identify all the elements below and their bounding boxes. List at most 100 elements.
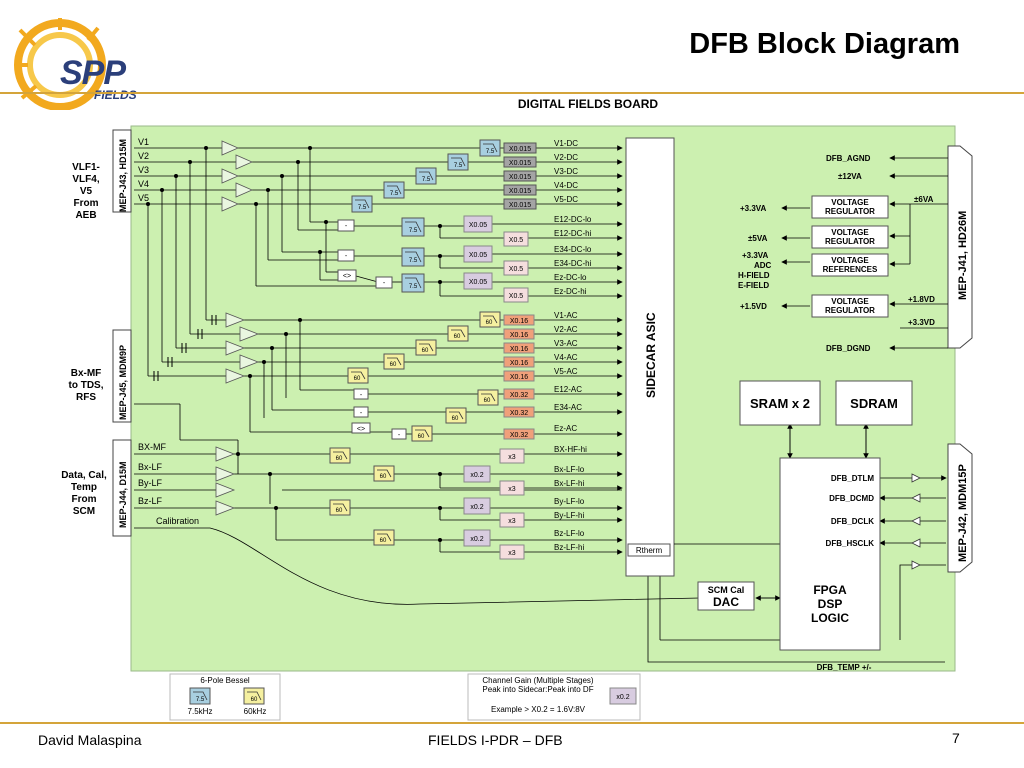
power-label: ±12VA bbox=[838, 172, 862, 181]
channel-label: BX-HF-hi bbox=[554, 445, 587, 454]
gain-label: X0.32 bbox=[510, 432, 528, 439]
channel-label: V1-AC bbox=[554, 311, 578, 320]
regulator-blocks: VOLTAGE REGULATOR VOLTAGE REGULATOR VOLT… bbox=[811, 195, 889, 318]
gain-label: X0.32 bbox=[510, 410, 528, 417]
gain-label: x0.2 bbox=[470, 472, 483, 479]
power-labels: DFB_AGND ±12VA ±6VA +3.3VA ±5VA +3.3VA A… bbox=[738, 154, 935, 353]
channel-label: V2-AC bbox=[554, 325, 578, 334]
gain-label: X0.32 bbox=[510, 392, 528, 399]
filter-label: 60 bbox=[452, 416, 459, 422]
asic-label: SIDECAR ASIC bbox=[644, 312, 658, 398]
block-label: REFERENCES bbox=[823, 265, 878, 274]
mag-input-label: BX-MF bbox=[138, 442, 167, 452]
filter-label: 60 bbox=[422, 348, 429, 354]
connector-j42: MEP-J42, MDM15P bbox=[947, 443, 973, 573]
filter-label: 60 bbox=[454, 334, 461, 340]
sram-label: SRAM x 2 bbox=[750, 396, 810, 411]
difference-ops: - - <> - - - <> - bbox=[337, 219, 407, 440]
page-number: 7 bbox=[952, 730, 960, 746]
source-scm-line: Temp bbox=[71, 482, 97, 493]
diff-op-label: - bbox=[360, 392, 363, 399]
source-scm-line: Data, Cal, bbox=[61, 470, 107, 481]
connector-j43-label: MEP-J43, HD15M bbox=[118, 139, 128, 212]
ac-capacitors bbox=[153, 315, 217, 381]
diff-op-label: - bbox=[360, 410, 363, 417]
channel-label: E34-DC-lo bbox=[554, 245, 592, 254]
power-label: +1.5VD bbox=[740, 302, 767, 311]
diff-op-label: - bbox=[345, 253, 348, 260]
connector-j44-label: MEP-J44, D15M bbox=[118, 461, 128, 528]
power-label: E-FIELD bbox=[738, 281, 769, 290]
dac-label: DAC bbox=[713, 595, 739, 609]
channel-label: E12-AC bbox=[554, 385, 582, 394]
power-label: ±5VA bbox=[748, 234, 768, 243]
source-vlf-line: VLF4, bbox=[72, 174, 99, 185]
filter-label: 60 bbox=[336, 508, 343, 514]
gain-label: X0.5 bbox=[509, 293, 524, 300]
channel-label: V4-AC bbox=[554, 353, 578, 362]
gain-label: X0.015 bbox=[509, 174, 531, 181]
channel-label: Bx-LF-lo bbox=[554, 465, 585, 474]
calibration-label: Calibration bbox=[156, 516, 199, 526]
gain-boxes: X0.015 X0.015 X0.015 X0.015 X0.015 X0.05… bbox=[463, 142, 537, 560]
channel-label: Ez-DC-hi bbox=[554, 287, 587, 296]
filter-label: 7.5 bbox=[422, 177, 431, 183]
power-label: +1.8VD bbox=[908, 295, 935, 304]
gain-label: X0.015 bbox=[509, 188, 531, 195]
spp-logo: SPP FIELDS bbox=[0, 10, 170, 111]
channel-label: E12-DC-hi bbox=[554, 229, 592, 238]
power-label: +3.3VD bbox=[908, 318, 935, 327]
channel-label: E12-DC-lo bbox=[554, 215, 592, 224]
gain-label: x3 bbox=[508, 454, 516, 461]
channel-label: By-LF-lo bbox=[554, 497, 585, 506]
gain-label: X0.5 bbox=[509, 237, 524, 244]
v-input-label: V2 bbox=[138, 151, 149, 161]
diff-op-label: - bbox=[398, 432, 401, 439]
power-label: ±6VA bbox=[914, 195, 934, 204]
block-label: VOLTAGE bbox=[831, 198, 869, 207]
connector-j41: MEP-J41, HD26M bbox=[947, 145, 973, 349]
fpga-signal: DFB_DTLM bbox=[831, 474, 874, 483]
footer-rule bbox=[0, 722, 1024, 724]
board-label: DIGITAL FIELDS BOARD bbox=[518, 97, 659, 111]
channel-labels: V1-DC V2-DC V3-DC V4-DC V5-DC E12-DC-lo … bbox=[554, 139, 592, 552]
legend-bessel: 6-Pole Bessel bbox=[200, 676, 250, 685]
channel-label: Ez-AC bbox=[554, 424, 577, 433]
diff-op-label: <> bbox=[343, 273, 351, 280]
gain-label: x3 bbox=[508, 518, 516, 525]
footer-center: FIELDS I-PDR – DFB bbox=[428, 732, 563, 748]
power-label: +3.3VA bbox=[742, 251, 769, 260]
source-vlf-line: VLF1- bbox=[72, 162, 100, 173]
filter-label: 7.5 bbox=[390, 191, 399, 197]
v-input-label: V5 bbox=[138, 193, 149, 203]
channel-label: Bx-LF-hi bbox=[554, 479, 584, 488]
legend-gain-example: Example > X0.2 = 1.6V:8V bbox=[491, 705, 586, 714]
filter-label: 7.5 bbox=[409, 228, 418, 234]
header-rule bbox=[0, 92, 1024, 94]
channel-label: V5-AC bbox=[554, 367, 578, 376]
filter-label: 60 bbox=[354, 376, 361, 382]
mag-input-label: Bz-LF bbox=[138, 496, 163, 506]
diff-op-label: <> bbox=[357, 426, 365, 433]
fpga-label: DSP bbox=[818, 597, 843, 611]
rtherm-label: Rtherm bbox=[636, 546, 663, 555]
slide-title: DFB Block Diagram bbox=[689, 28, 960, 60]
gain-label: x3 bbox=[508, 486, 516, 493]
source-scm-line: From bbox=[72, 494, 97, 505]
v-wiring bbox=[134, 145, 945, 663]
legend-f2: 60kHz bbox=[244, 707, 267, 716]
channel-label: E34-DC-hi bbox=[554, 259, 592, 268]
source-bxmf-line: to TDS, bbox=[69, 380, 104, 391]
block-label: REGULATOR bbox=[825, 306, 875, 315]
fpga-signal: DFB_DCLK bbox=[831, 517, 874, 526]
sdram-block bbox=[835, 380, 913, 426]
sdram-label: SDRAM bbox=[850, 396, 898, 411]
source-vlf-line: AEB bbox=[75, 210, 96, 221]
filter-label: 60 bbox=[484, 398, 491, 404]
gain-label: x0.2 bbox=[470, 504, 483, 511]
fpga-signal: DFB_DCMD bbox=[829, 494, 874, 503]
power-label: H-FIELD bbox=[738, 271, 770, 280]
junction-dots bbox=[146, 146, 442, 542]
filter-label: 7.5 bbox=[409, 284, 418, 290]
